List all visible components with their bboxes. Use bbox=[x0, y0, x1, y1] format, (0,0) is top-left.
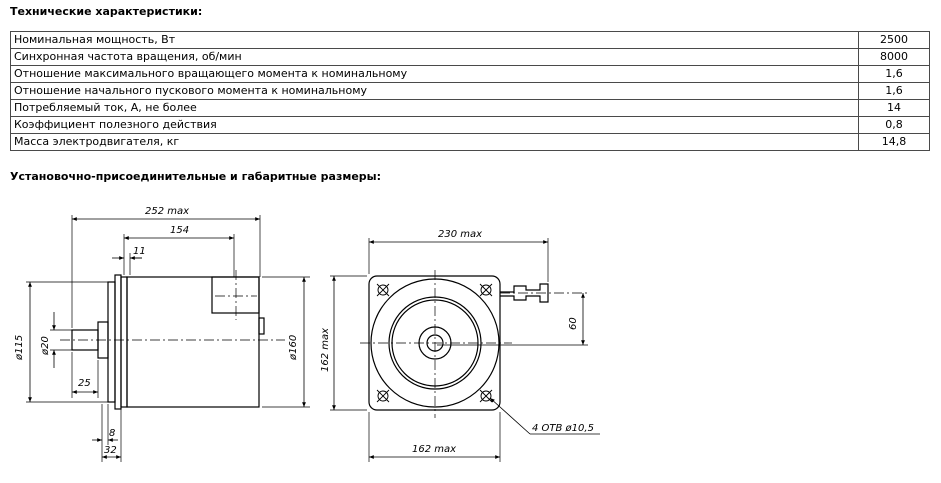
motor-dimension-drawing: 252 max 154 11 ø115 ø20 ø160 25 8 32 bbox=[14, 206, 600, 462]
overall-length-label: 252 max bbox=[145, 206, 189, 217]
side-tab-outline bbox=[258, 317, 265, 335]
spec-label: Синхронная частота вращения, об/мин bbox=[10, 48, 859, 66]
spec-value: 8000 bbox=[858, 48, 930, 66]
dimensions-heading: Установочно-присоединительные и габаритн… bbox=[10, 170, 382, 183]
table-row: Отношение максимального вращающего момен… bbox=[10, 65, 930, 83]
spec-value: 1,6 bbox=[858, 65, 930, 83]
spec-label: Отношение начального пускового момента к… bbox=[10, 82, 859, 100]
width-230-label: 230 max bbox=[438, 229, 482, 240]
spec-value: 0,8 bbox=[858, 116, 930, 134]
offset-60-label: 60 bbox=[568, 317, 579, 330]
holes-label: 4 ОТВ ø10,5 bbox=[532, 423, 594, 434]
spec-label: Отношение максимального вращающего момен… bbox=[10, 65, 859, 83]
dia-115-label: ø115 bbox=[14, 335, 25, 361]
flange-32-label: 32 bbox=[104, 445, 117, 456]
specs-heading: Технические характеристики: bbox=[10, 5, 203, 18]
dia-20-label: ø20 bbox=[40, 336, 51, 356]
body-length-label: 154 bbox=[170, 225, 189, 236]
terminal-box-outline bbox=[211, 276, 260, 314]
dia-160-label: ø160 bbox=[288, 335, 299, 361]
spec-label: Номинальная мощность, Вт bbox=[10, 31, 859, 49]
spec-label: Потребляемый ток, А, не более bbox=[10, 99, 859, 117]
flange-plate-outline bbox=[107, 281, 116, 403]
flange-8-label: 8 bbox=[109, 428, 115, 439]
flange-plate-outline bbox=[114, 274, 122, 410]
table-row: Отношение начального пускового момента к… bbox=[10, 82, 930, 100]
spec-value: 14,8 bbox=[858, 133, 930, 151]
spec-value: 14 bbox=[858, 99, 930, 117]
side-view bbox=[71, 274, 265, 410]
height-162-label: 162 max bbox=[320, 328, 331, 372]
bottom-162-label: 162 max bbox=[412, 444, 456, 455]
spec-label: Масса электродвигателя, кг bbox=[10, 133, 859, 151]
motor-body-outline bbox=[126, 276, 260, 408]
spec-value: 1,6 bbox=[858, 82, 930, 100]
flange-11-label: 11 bbox=[133, 246, 146, 257]
flange-plate-outline bbox=[120, 276, 128, 408]
connector-outline bbox=[500, 283, 549, 303]
spec-value: 2500 bbox=[858, 31, 930, 49]
spec-label: Коэффициент полезного действия bbox=[10, 116, 859, 134]
shaft-25-label: 25 bbox=[78, 378, 91, 389]
